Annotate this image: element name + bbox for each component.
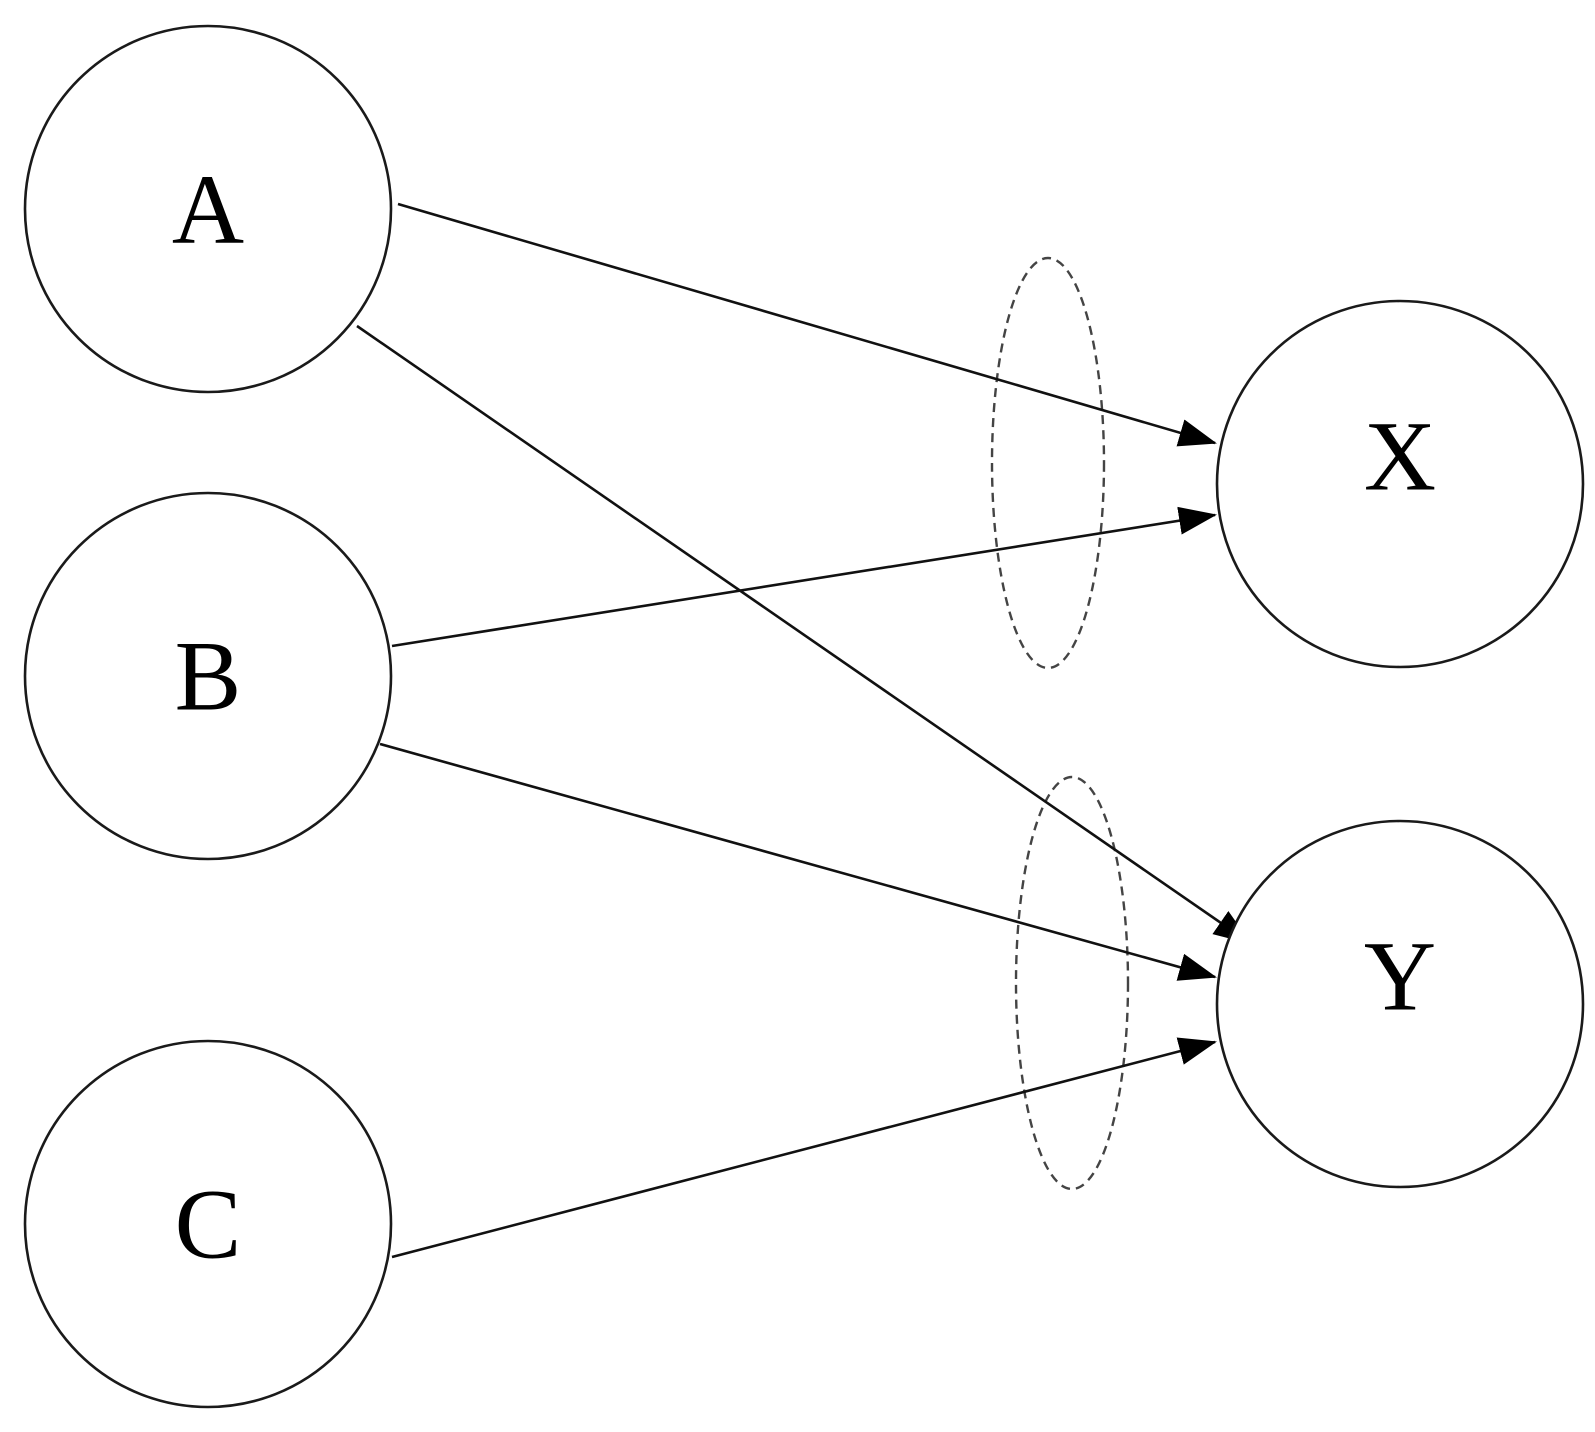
- node-label-b: B: [175, 621, 242, 732]
- group-ellipse-y: [1014, 775, 1130, 1191]
- node-a: A: [23, 24, 393, 394]
- node-x: X: [1215, 299, 1585, 669]
- node-c: C: [23, 1039, 393, 1409]
- node-y: Y: [1215, 819, 1585, 1189]
- edge-b-to-y: [379, 742, 1217, 981]
- edges: [356, 202, 1252, 1259]
- node-label-c: C: [175, 1169, 242, 1280]
- edge-group-ellipses: [990, 256, 1130, 1191]
- edge-a-to-x: [397, 202, 1217, 447]
- edge-a-to-y: [356, 324, 1252, 945]
- node-label-x: X: [1364, 401, 1436, 512]
- group-ellipse-x: [990, 256, 1106, 670]
- edge-c-to-y: [391, 1037, 1217, 1259]
- edge-b-to-x: [391, 506, 1217, 648]
- node-label-a: A: [172, 154, 244, 265]
- node-label-y: Y: [1364, 921, 1436, 1032]
- node-b: B: [23, 491, 393, 861]
